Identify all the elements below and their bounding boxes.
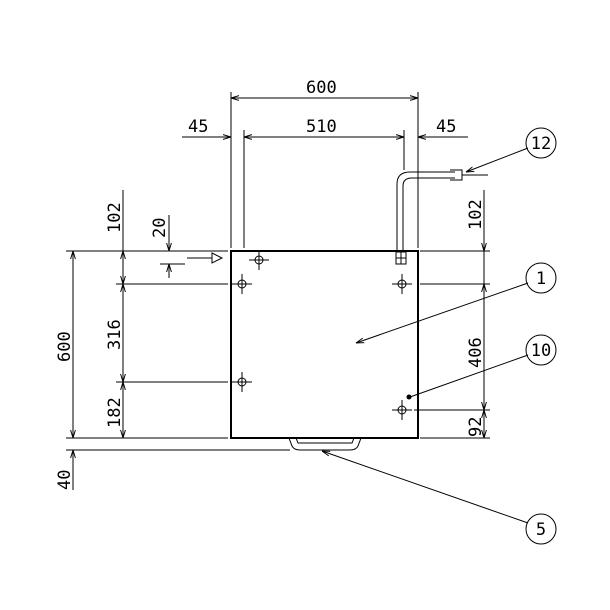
hole-icon <box>392 274 412 294</box>
callout-1-circle <box>525 262 557 294</box>
dim-92: 92 <box>466 417 486 437</box>
dim-406: 406 <box>466 337 486 368</box>
pipe <box>396 171 455 251</box>
mounting-holes <box>232 250 412 420</box>
callout-10-circle <box>525 334 557 366</box>
callout-1: 1 <box>536 269 546 289</box>
callout-12: 12 <box>531 134 551 154</box>
dim-right <box>414 190 490 439</box>
bottom-handle-inner <box>295 437 355 444</box>
unit-outline <box>230 250 419 439</box>
dim-182: 182 <box>105 397 125 428</box>
dim-top <box>182 92 468 248</box>
bottom-handle <box>288 437 362 451</box>
direction-arrow <box>187 252 224 264</box>
hole-icon <box>232 274 252 294</box>
dim-600-left: 600 <box>55 331 75 362</box>
dim-510: 510 <box>306 117 337 137</box>
leader-dot <box>406 394 412 400</box>
dim-45-left: 45 <box>188 117 208 137</box>
dim-316: 316 <box>105 319 125 350</box>
dim-102-right: 102 <box>466 199 486 230</box>
callout-5-circle <box>525 513 557 545</box>
callout-5: 5 <box>536 520 546 540</box>
pipe-end <box>450 169 488 181</box>
hole-icon <box>232 372 252 392</box>
dim-40: 40 <box>55 470 75 490</box>
dim-left <box>66 190 290 490</box>
dim-600-top: 600 <box>306 78 337 98</box>
pipe-outer <box>402 177 455 251</box>
hole-icon <box>249 250 269 270</box>
callout-12-circle <box>525 127 557 159</box>
callout-10: 10 <box>531 341 551 361</box>
dim-45-right: 45 <box>436 117 456 137</box>
dim-20: 20 <box>150 218 170 238</box>
hole-icon <box>392 400 412 420</box>
dim-102-left: 102 <box>105 202 125 233</box>
